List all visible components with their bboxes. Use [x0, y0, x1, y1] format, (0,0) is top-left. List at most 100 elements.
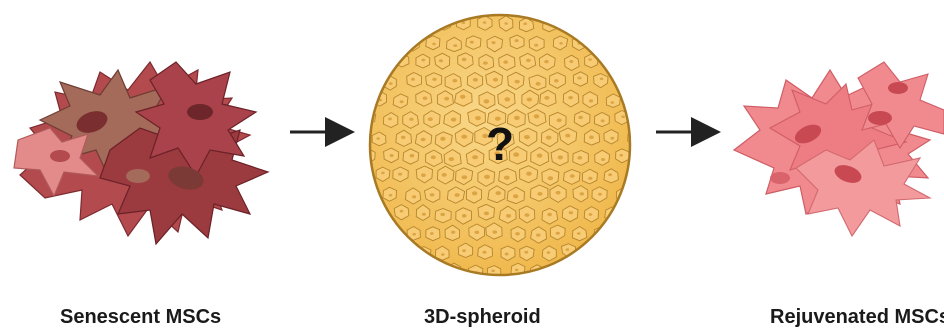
spheroid-cell-nucleus	[526, 59, 531, 62]
spheroid-cell-nucleus	[430, 232, 434, 235]
spheroid-cell-nucleus	[484, 99, 490, 103]
spheroid-cell	[529, 36, 544, 51]
spheroid-cell-nucleus	[546, 136, 552, 140]
rejuvenated-cell-cluster-icon	[734, 62, 944, 236]
spheroid-cell-nucleus	[409, 118, 413, 121]
spheroid-cell-nucleus	[472, 191, 477, 195]
spheroid-cell-nucleus	[534, 44, 538, 47]
spheroid-cell-nucleus	[453, 79, 458, 83]
spheroid-cell-nucleus	[513, 152, 519, 156]
nucleus	[50, 150, 70, 162]
spheroid-cell-nucleus	[633, 137, 637, 140]
spheroid-cell	[487, 266, 501, 280]
spheroid-cell-nucleus	[475, 231, 480, 234]
spheroid-cell-nucleus	[556, 191, 561, 195]
spheroid-cell-nucleus	[504, 22, 508, 25]
spheroid-cell-nucleus	[421, 59, 425, 62]
nucleus	[868, 111, 892, 125]
spheroid-cell-nucleus	[504, 176, 510, 180]
spheroid-cell-nucleus	[515, 232, 520, 235]
spheroid-cell-nucleus	[505, 253, 509, 256]
spheroid-cell-nucleus	[534, 114, 540, 118]
spheroid-cell-nucleus	[496, 191, 502, 195]
spheroid-cell-nucleus	[600, 78, 604, 81]
spheroid-cell-nucleus	[439, 59, 443, 62]
spheroid-cell-nucleus	[556, 232, 560, 235]
spheroid-cell-nucleus	[421, 138, 426, 142]
spheroid-cell-nucleus	[548, 176, 553, 180]
spheroid-cell-nucleus	[577, 77, 581, 80]
spheroid-cell-nucleus	[537, 271, 541, 274]
spheroid-cell-nucleus	[570, 174, 575, 178]
spheroid-cell-nucleus	[470, 41, 474, 44]
spheroid-cell-nucleus	[589, 136, 594, 139]
senescent-mscs-label: Senescent MSCs	[60, 306, 221, 329]
spheroid-cell-nucleus	[537, 192, 542, 196]
spheroid-cell-nucleus	[589, 99, 593, 102]
spheroid-cell-nucleus	[544, 96, 549, 100]
spheroid-cell-nucleus	[536, 234, 540, 237]
spheroid-cell-nucleus	[515, 39, 519, 42]
spheroid-cell-nucleus	[412, 195, 416, 198]
spheroid-cell-nucleus	[449, 157, 455, 161]
spheroid-cell-nucleus	[577, 232, 581, 235]
spheroid-cell-nucleus	[536, 82, 541, 86]
nucleus	[770, 172, 790, 184]
senescent-cell-cluster-icon	[14, 62, 268, 244]
spheroid-cell-nucleus	[491, 270, 495, 273]
spheroid-cell-nucleus	[430, 193, 435, 196]
spheroid-cell-nucleus	[428, 117, 433, 121]
spheroid-cell-nucleus	[401, 136, 405, 139]
spheroid-cell-nucleus	[515, 80, 520, 84]
spheroid-cell-nucleus	[611, 101, 615, 104]
spheroid-cell-nucleus	[568, 96, 573, 99]
spheroid-cell-nucleus	[503, 60, 508, 64]
spheroid-cell-nucleus	[432, 43, 436, 46]
spheroid-cell-nucleus	[484, 175, 490, 179]
nucleus	[126, 169, 150, 183]
spheroid-cell-nucleus	[589, 213, 593, 216]
spheroid-cell-nucleus	[410, 154, 415, 157]
spheroid-cell-nucleus	[462, 214, 467, 218]
spheroid-cell-nucleus	[578, 116, 583, 119]
spheroid-cell-nucleus	[506, 214, 511, 218]
spheroid-cell-nucleus	[453, 44, 457, 47]
spheroid-cell-nucleus	[580, 192, 584, 195]
spheroid-cell-nucleus	[400, 100, 404, 103]
spheroid-cell-nucleus	[566, 248, 570, 251]
spheroid-cell-nucleus	[451, 118, 456, 122]
spheroid-cell-nucleus	[388, 118, 392, 121]
spheroid-cell-nucleus	[461, 135, 467, 139]
spheroid-cell-nucleus	[565, 134, 570, 138]
spheroid-cell-nucleus	[462, 58, 467, 61]
rejuvenated-mscs-label: Rejuvenated MSCs	[770, 306, 944, 329]
spheroid-cell-nucleus	[608, 173, 612, 176]
spheroid-cell-nucleus	[443, 23, 447, 26]
spheroid-cell-nucleus	[376, 137, 380, 140]
spheroid-cell-nucleus	[411, 78, 415, 81]
spheroid-cell-nucleus	[493, 78, 498, 82]
spheroid-icon: ?	[361, 15, 641, 280]
spheroid-cell-nucleus	[473, 78, 478, 82]
spheroid-cell-nucleus	[483, 251, 487, 254]
spheroid-cell-nucleus	[491, 41, 495, 44]
spheroid-cell-nucleus	[558, 155, 563, 159]
spheroid-cell-nucleus	[537, 154, 543, 158]
spheroid-cell-nucleus	[493, 230, 498, 233]
spheroid-cell-nucleus	[524, 251, 528, 254]
spheroid-cell-nucleus	[444, 97, 449, 101]
spheroid-cell-nucleus	[421, 173, 426, 177]
spheroid-cell-nucleus	[601, 158, 605, 161]
spheroid-cell-nucleus	[432, 78, 436, 81]
spheroid-cell-nucleus	[472, 155, 478, 159]
spheroid-cell-nucleus	[547, 251, 551, 254]
spheroid-cell-nucleus	[483, 61, 488, 64]
spheroid-cell-nucleus	[569, 60, 573, 63]
spheroid-cell-nucleus	[451, 269, 455, 272]
spheroid-cell-nucleus	[400, 210, 404, 213]
spheroid-cell-nucleus	[421, 253, 425, 256]
nucleus	[888, 82, 908, 94]
spheroid-cell-nucleus	[630, 172, 634, 175]
spheroid-cell-nucleus	[554, 79, 559, 82]
spheroid-cell-nucleus	[441, 253, 445, 256]
